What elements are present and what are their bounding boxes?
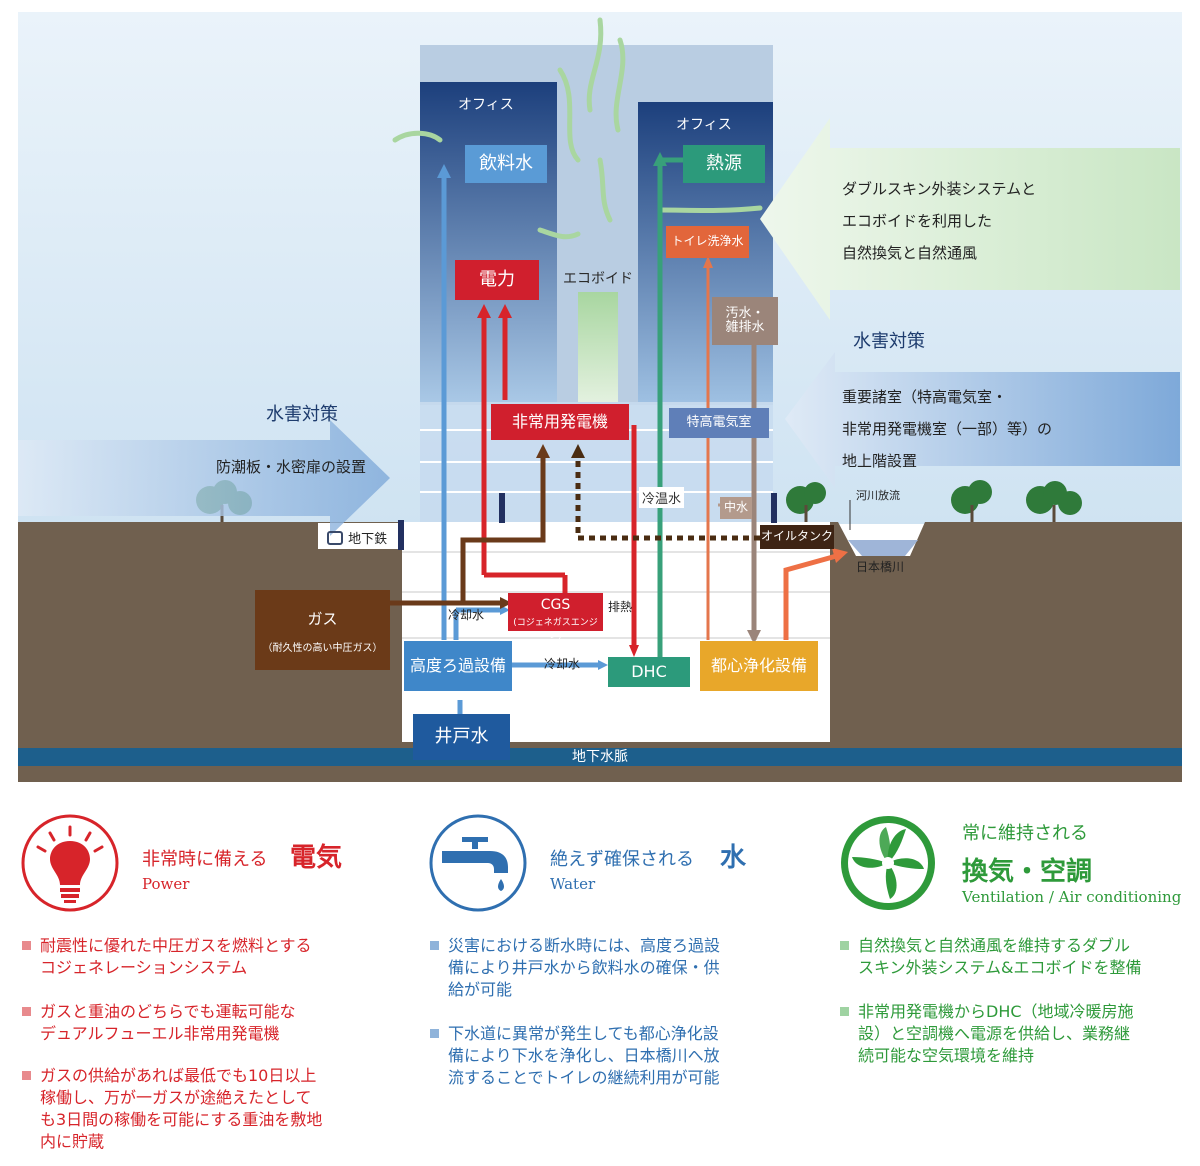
water-pipes [441,170,600,715]
gas-pipes [390,450,546,606]
power-title-big: 電気 [290,843,343,873]
oil-tank-box: オイルタンク [760,525,834,549]
emergency-generator-box: 非常用発電機 [491,404,629,440]
list-item: 災害における断水時には、高度ろ過設 備により井戸水から飲料水の確保・供 給が可能 [428,935,788,1001]
groundwater-label: 地下水脈 [572,749,628,765]
water-faucet-icon [429,814,527,912]
purification-box: 都心浄化設備 [700,641,818,691]
power-box: 電力 [455,260,539,300]
power-title-en: Power [142,875,190,893]
power-title-small: 非常時に備える [142,849,268,870]
filtration-box: 高度ろ過設備 [404,641,512,691]
cold-hot-water-label: 冷温水 [639,487,685,508]
light-bulb-icon [21,814,119,912]
high-voltage-room-box: 特高電気室 [669,408,769,438]
sewage-box: 汚水・ 雑排水 [712,297,778,345]
basement [402,522,830,742]
water-title-en: Water [550,875,596,893]
river [848,540,918,556]
groundwater-band [18,748,1182,766]
flood-left-title: 水害対策 [266,404,338,425]
list-item: ガスと重油のどちらでも運転可能な デュアルフューエル非常用発電機 [20,1001,380,1045]
flood-arrow-left [18,420,390,536]
drinking-water-box: 飲料水 [465,145,547,183]
ventilation-title-en: Ventilation / Air conditioning [962,888,1182,906]
cooling-water-label-1: 冷却水 [448,608,485,622]
nihonbashi-river-label: 日本橋川 [856,560,905,574]
flood-arrow-right [785,352,1180,488]
list-item: 下水道に異常が発生しても都心浄化設 備により下水を浄化し、日本橋川へ放 流するこ… [428,1023,788,1089]
train-icon [327,530,343,545]
heat-source-box: 熱源 [683,145,765,183]
middle-water-box: 中水 [720,497,752,519]
list-item: 非常用発電機からDHC（地域冷暖房施 設）と空調機へ電源を供給し、業務継 続可能… [838,1001,1198,1067]
ventilation-title-big: 換気・空調 [962,857,1093,887]
ventilation-title-small: 常に維持される [962,823,1088,844]
flood-right-text: 重要諸室（特高電気室・ 非常用発電機室（一部）等）の 地上階設置 [842,388,1053,470]
eco-void-shaft [578,292,618,402]
flood-right-title: 水害対策 [853,331,925,352]
office-right-label: オフィス [676,117,732,133]
fan-icon [841,816,935,910]
list-item: ガスの供給があれば最低でも10日以上 稼働し、万が一ガスが途絶えたとして も3日… [20,1065,380,1153]
left-tower [420,82,557,402]
dhc-box: DHC [608,657,690,687]
flood-left-text: 防潮板・水密扉の設置 [216,458,367,476]
disaster-prevention-diagram: オフィス オフィス 飲料水 熱源 トイレ洗浄水 電力 エコボイド 汚水・ 雑排水… [18,12,1182,782]
water-title-small: 絶えず確保される [550,849,694,870]
office-left-label: オフィス [458,97,514,113]
ventilation-arrow [760,118,1180,320]
list-item: 耐震性に優れた中圧ガスを燃料とする コジェネレーションシステム [20,935,380,979]
well-water-box: 井戸水 [413,714,510,760]
airflow-arrows [392,17,763,240]
exhaust-heat-label: 排熱 [608,600,633,614]
eco-void-label: エコボイド [563,271,633,287]
list-item: 自然換気と自然通風を維持するダブル スキン外装システム&エコボイドを整備 [838,935,1198,979]
water-title-big: 水 [720,843,747,873]
toilet-water-box: トイレ洗浄水 [666,226,749,258]
cgs-box: CGS (コジェネガスエンジン) [508,593,603,641]
cooling-water-label-2: 冷却水 [544,657,581,671]
double-skin-text: ダブルスキン外装システムと エコボイドを利用した 自然換気と自然通風 [842,180,1037,262]
gas-box: ガス （耐久性の高い中圧ガス） [255,590,390,670]
subway-label: 地下鉄 [327,527,393,547]
river-discharge-label: 河川放流 [856,489,900,502]
